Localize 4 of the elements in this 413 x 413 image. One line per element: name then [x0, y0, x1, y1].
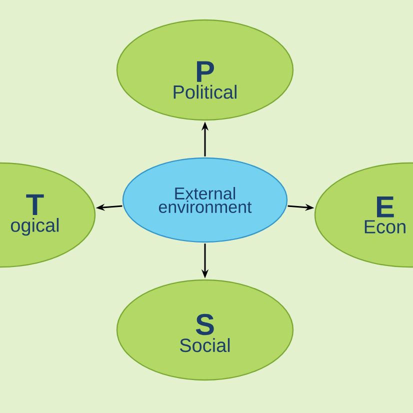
ellipse-node: External environment [122, 157, 288, 243]
ellipse-node: P Political [116, 19, 294, 121]
ellipse-node: S Social [116, 279, 294, 381]
ellipse-node: E Econ [314, 162, 413, 268]
